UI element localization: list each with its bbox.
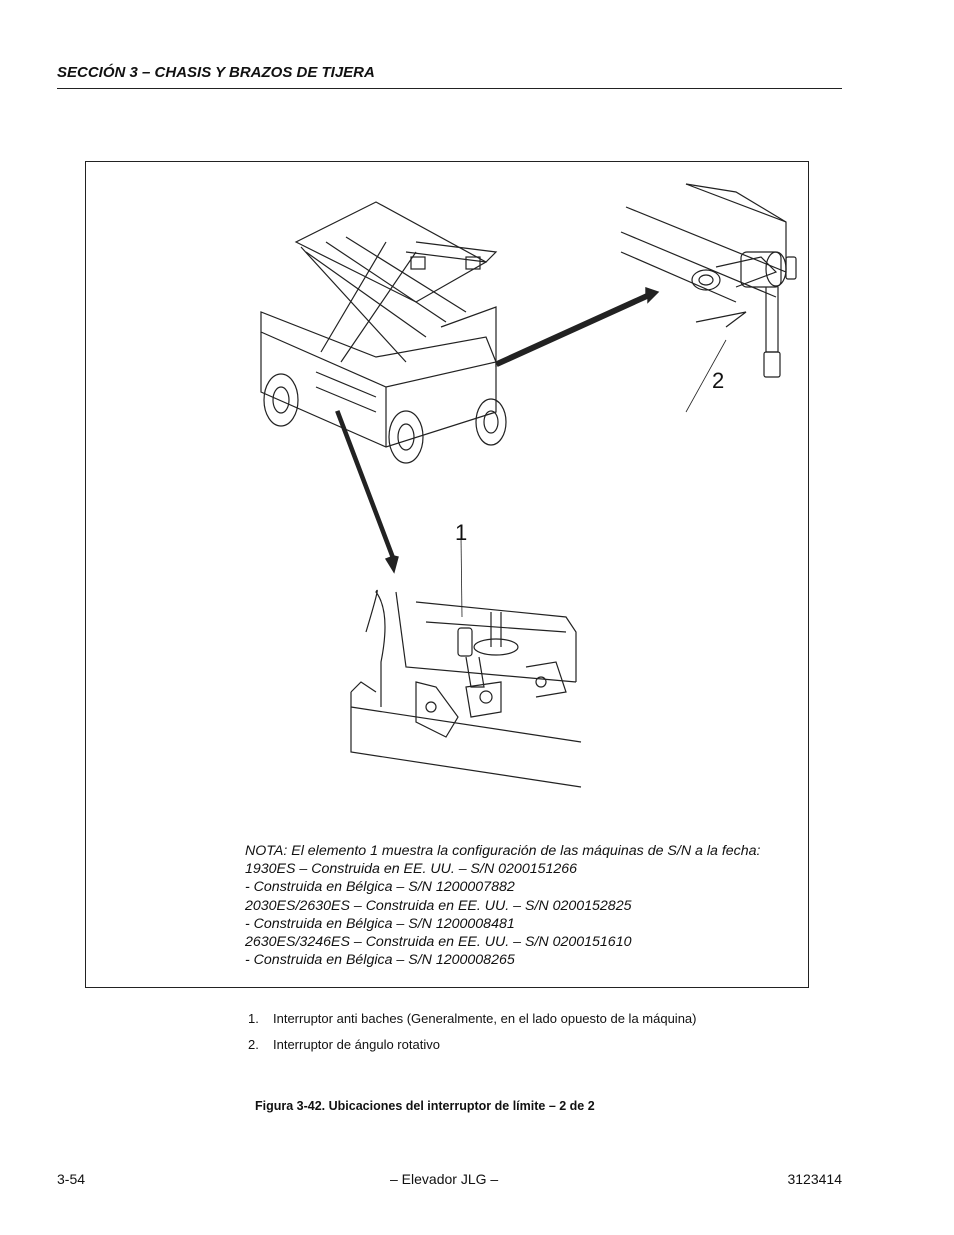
callout-1: 1 [455,520,468,545]
pointer-arrows [335,287,727,618]
figure-frame: 2 1 NOTA: El elemento 1 muestra la confi… [85,161,809,988]
machine-drawing [260,201,507,464]
document-number: 3123414 [787,1171,842,1187]
legend-text: Interruptor anti baches (Generalmente, e… [273,1011,697,1026]
scissor-lift-illustration [260,183,797,788]
legend-item: 2. Interruptor de ángulo rotativo [248,1037,440,1052]
callout-2: 2 [712,368,725,393]
legend-number: 1. [248,1011,259,1026]
figure-caption: Figura 3-42. Ubicaciones del interruptor… [255,1099,595,1113]
footer-center: – Elevador JLG – [390,1171,499,1187]
note-line: - Construida en Bélgica – S/N 1200008481 [245,915,515,932]
page-number: 3-54 [57,1171,86,1187]
legend-number: 2. [248,1037,259,1052]
rotary-switch-detail [620,183,797,378]
note-line: 2030ES/2630ES – Construida en EE. UU. – … [245,897,632,914]
legend-item: 1. Interruptor anti baches (Generalmente,… [248,1011,696,1026]
serial-number-note: NOTA: El elemento 1 muestra la configura… [245,842,760,969]
note-line: 1930ES – Construida en EE. UU. – S/N 020… [245,861,578,878]
section-header: SECCIÓN 3 – CHASIS Y BRAZOS DE TIJERA [57,64,375,81]
note-line: - Construida en Bélgica – S/N 1200007882 [245,879,515,896]
header-rule [57,88,842,89]
note-line: 2630ES/3246ES – Construida en EE. UU. – … [245,934,632,951]
note-line: NOTA: El elemento 1 muestra la configura… [245,843,761,859]
note-line: - Construida en Bélgica – S/N 1200008265 [245,952,515,969]
anti-pothole-switch-detail [350,589,582,788]
legend-text: Interruptor de ángulo rotativo [273,1037,440,1052]
